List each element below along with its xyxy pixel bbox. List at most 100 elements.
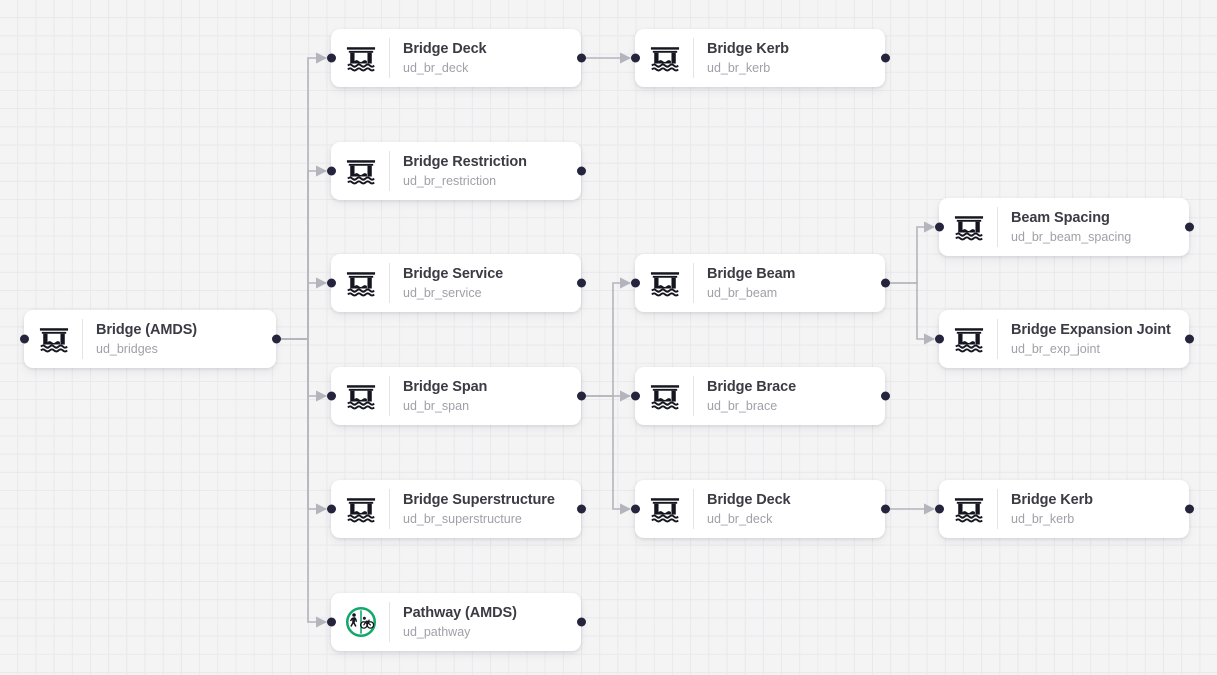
pathway-icon — [344, 605, 378, 639]
node-divider — [693, 489, 694, 529]
node-input-port[interactable] — [326, 166, 336, 176]
node-title: Bridge Beam — [707, 265, 796, 282]
node-subtitle: ud_pathway — [403, 624, 471, 639]
bridge-icon — [954, 328, 984, 353]
node-subtitle: ud_br_beam_spacing — [1011, 229, 1132, 244]
node-output-port[interactable] — [880, 53, 890, 63]
node-divider — [693, 376, 694, 416]
node-output-port[interactable] — [1184, 222, 1194, 232]
node-card[interactable]: Bridge Brace ud_br_brace — [630, 367, 890, 425]
node-text: Bridge Brace ud_br_brace — [707, 378, 796, 415]
node-output-port[interactable] — [880, 504, 890, 514]
node-card[interactable]: Bridge Span ud_br_span — [326, 367, 586, 425]
bridge-icon — [648, 266, 682, 300]
node-input-port[interactable] — [630, 504, 640, 514]
node-input-port[interactable] — [326, 53, 336, 63]
node-subtitle: ud_br_deck — [707, 511, 773, 526]
node-card[interactable]: Beam Spacing ud_br_beam_spacing — [934, 198, 1194, 256]
node-title: Bridge Kerb — [707, 40, 789, 57]
node-divider — [389, 489, 390, 529]
node-title: Bridge Brace — [707, 378, 797, 395]
node-card[interactable]: Pathway (AMDS) ud_pathway — [326, 593, 586, 651]
edge-connector — [276, 338, 328, 402]
node-card[interactable]: Bridge Beam ud_br_beam — [630, 254, 890, 312]
edge-connector — [276, 165, 328, 340]
bridge-icon — [39, 328, 69, 353]
edge-connector — [276, 52, 328, 340]
bridge-icon — [346, 385, 376, 410]
bridge-icon — [344, 154, 378, 188]
node-card[interactable]: Bridge (AMDS)ud_bridges — [19, 310, 281, 368]
node-output-port[interactable] — [880, 278, 890, 288]
edge-connector — [276, 277, 328, 340]
node-title: Bridge Kerb — [1011, 491, 1093, 508]
node-card[interactable]: Bridge Kerb ud_br_kerb — [934, 480, 1194, 538]
node-subtitle: ud_br_exp_joint — [1011, 341, 1100, 356]
node-input-port[interactable] — [326, 391, 336, 401]
node-divider — [693, 38, 694, 78]
node-title: Bridge Span — [403, 378, 488, 395]
node-subtitle: ud_br_brace — [707, 398, 778, 413]
node-title: Bridge (AMDS) — [96, 321, 198, 338]
node-output-port[interactable] — [576, 504, 586, 514]
node-subtitle: ud_br_beam — [707, 285, 778, 300]
node-divider — [997, 207, 998, 247]
node-text: Bridge (AMDS)ud_bridges — [96, 321, 197, 358]
bridge-icon — [650, 272, 680, 297]
node-subtitle: ud_br_span — [403, 398, 470, 413]
pathway-icon — [345, 606, 377, 638]
node-text: Bridge Kerb ud_br_kerb — [1011, 491, 1093, 528]
node-title: Pathway (AMDS) — [403, 604, 517, 621]
edge-connector — [885, 282, 936, 345]
bridge-icon — [650, 47, 680, 72]
node-output-port[interactable] — [576, 278, 586, 288]
node-input-port[interactable] — [326, 504, 336, 514]
node-input-port[interactable] — [934, 504, 944, 514]
node-output-port[interactable] — [271, 334, 281, 344]
node-output-port[interactable] — [1184, 504, 1194, 514]
bridge-icon — [346, 160, 376, 185]
node-output-port[interactable] — [880, 391, 890, 401]
node-subtitle: ud_br_kerb — [1011, 511, 1075, 526]
edge-connector — [581, 395, 632, 515]
node-divider — [82, 319, 83, 359]
node-input-port[interactable] — [326, 278, 336, 288]
node-input-port[interactable] — [630, 53, 640, 63]
node-input-port[interactable] — [326, 617, 336, 627]
node-input-port[interactable] — [630, 278, 640, 288]
node-text: Beam Spacing ud_br_beam_spacing — [1011, 209, 1131, 246]
node-output-port[interactable] — [576, 391, 586, 401]
node-output-port[interactable] — [1184, 334, 1194, 344]
node-output-port[interactable] — [576, 53, 586, 63]
node-input-port[interactable] — [630, 391, 640, 401]
bridge-icon — [954, 498, 984, 523]
node-input-port[interactable] — [934, 334, 944, 344]
node-title: Bridge Deck — [403, 40, 487, 57]
bridge-icon — [952, 492, 986, 526]
node-title: Beam Spacing — [1011, 209, 1110, 226]
node-output-port[interactable] — [576, 617, 586, 627]
bridge-icon — [954, 216, 984, 241]
node-input-port[interactable] — [19, 334, 29, 344]
node-output-port[interactable] — [576, 166, 586, 176]
node-input-port[interactable] — [934, 222, 944, 232]
bridge-icon — [650, 498, 680, 523]
node-divider — [389, 602, 390, 642]
bridge-icon — [344, 492, 378, 526]
node-title: Bridge Service — [403, 265, 504, 282]
node-divider — [389, 263, 390, 303]
node-text: Bridge Beam ud_br_beam — [707, 265, 795, 302]
